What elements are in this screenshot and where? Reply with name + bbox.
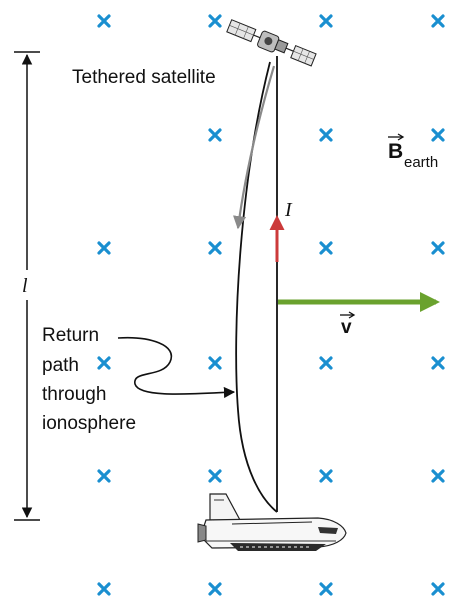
field-x-mark-icon bbox=[208, 241, 222, 255]
return-path-line-3: through bbox=[42, 384, 106, 405]
satellite-icon bbox=[226, 19, 317, 67]
field-x-mark-icon bbox=[208, 14, 222, 28]
field-x-mark-icon bbox=[319, 14, 333, 28]
field-x-mark-icon bbox=[319, 582, 333, 596]
length-dimension bbox=[14, 51, 40, 521]
field-x-mark-icon bbox=[431, 469, 445, 483]
field-x-mark-icon bbox=[431, 356, 445, 370]
return-path-line-2: path bbox=[42, 355, 79, 376]
field-x-mark-icon bbox=[431, 14, 445, 28]
return-path-pointer bbox=[117, 336, 236, 399]
field-x-mark-icon bbox=[208, 356, 222, 370]
return-path-line-4: ionosphere bbox=[42, 413, 136, 434]
field-x-mark-icon bbox=[97, 241, 111, 255]
velocity-label: v bbox=[341, 317, 352, 338]
field-label: B bbox=[388, 140, 403, 163]
space-shuttle-icon bbox=[197, 493, 347, 551]
field-x-mark-icon bbox=[319, 469, 333, 483]
return-path-line-1: Return bbox=[42, 325, 99, 346]
field-x-mark-icon bbox=[208, 128, 222, 142]
field-x-mark-icon bbox=[319, 128, 333, 142]
field-x-mark-icon bbox=[431, 582, 445, 596]
return-path-label: Return path through ionosphere bbox=[42, 325, 136, 434]
length-label: l bbox=[22, 275, 28, 297]
current-label: I bbox=[284, 199, 293, 221]
field-x-mark-icon bbox=[431, 128, 445, 142]
magnetic-field-grid bbox=[97, 14, 445, 596]
field-x-mark-icon bbox=[97, 14, 111, 28]
field-label-subscript: earth bbox=[404, 154, 438, 171]
satellite-label: Tethered satellite bbox=[72, 67, 216, 88]
field-x-mark-icon bbox=[208, 582, 222, 596]
field-x-mark-icon bbox=[97, 356, 111, 370]
return-direction-arrow bbox=[233, 65, 276, 230]
velocity-label-group: v bbox=[340, 311, 356, 338]
field-x-mark-icon bbox=[208, 469, 222, 483]
field-x-mark-icon bbox=[319, 356, 333, 370]
field-x-mark-icon bbox=[97, 469, 111, 483]
field-x-mark-icon bbox=[97, 582, 111, 596]
field-x-mark-icon bbox=[431, 241, 445, 255]
field-label-group: B earth bbox=[388, 133, 438, 171]
field-x-mark-icon bbox=[319, 241, 333, 255]
